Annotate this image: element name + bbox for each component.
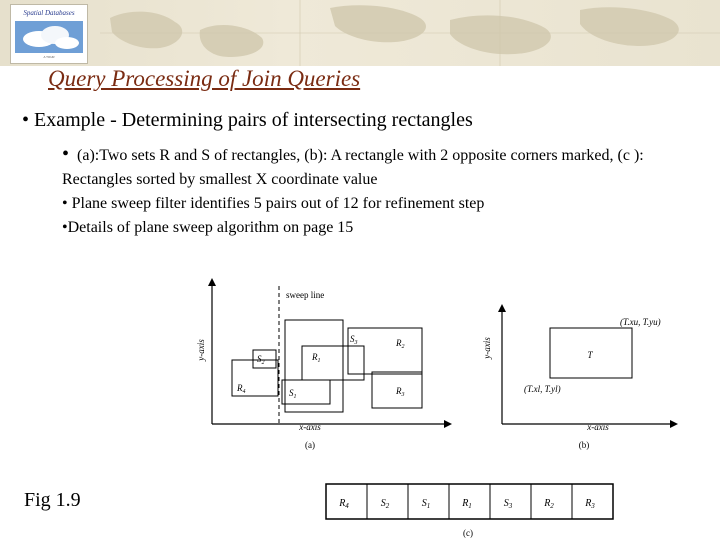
- sub-bullet-3: •Details of plane sweep algorithm on pag…: [62, 219, 354, 236]
- rect-r1: [301, 345, 365, 381]
- rect-r3: [371, 371, 423, 409]
- figure-c-sorted-rectangles: R4 S2 S1 R1 S3 R2 R3 (c): [325, 483, 614, 538]
- label-r1: R1: [311, 352, 321, 364]
- label-s1: S1: [289, 388, 297, 400]
- rect-r4: [231, 359, 279, 397]
- cell-1: R4: [338, 498, 349, 510]
- cell-3: S1: [422, 498, 431, 510]
- logo-title: Spatial Databases: [23, 9, 75, 17]
- slide-title: Query Processing of Join Queries: [48, 66, 361, 91]
- x-axis-label: x-axis: [586, 422, 609, 432]
- figure-label: Fig 1.9: [24, 489, 81, 511]
- sub-bullet-1: • (a):Two sets R and S of rectangles, (b…: [62, 143, 644, 188]
- label-r2: R2: [395, 338, 405, 350]
- label-r4: R4: [236, 383, 246, 395]
- y-axis-arrow-icon: [208, 278, 216, 286]
- main-bullet: • Example - Determining pairs of interse…: [22, 109, 473, 131]
- label-r3: R3: [395, 386, 405, 398]
- rect-r2: [347, 327, 423, 375]
- rect-t-label: T: [587, 350, 593, 360]
- y-axis-label: y-axis: [482, 337, 492, 360]
- cell-2: S2: [381, 498, 390, 510]
- figure-c-caption: (c): [463, 528, 473, 538]
- y-axis-label: y-axis: [196, 339, 206, 362]
- figure-a-rectangles: y-axis x-axis (a) sweep line S3 R2 S2 R1…: [196, 278, 452, 450]
- x-axis-label: x-axis: [298, 422, 321, 432]
- sweep-line-label: sweep line: [286, 290, 324, 300]
- label-s2: S2: [257, 354, 265, 366]
- label-s3: S3: [350, 334, 358, 346]
- bullet-dot: •: [62, 143, 70, 165]
- rect-s2: [252, 349, 277, 369]
- x-axis-arrow-icon: [444, 420, 452, 428]
- cell-4: R1: [461, 498, 472, 510]
- sorted-cells: [366, 484, 573, 519]
- world-map-background: [100, 0, 720, 66]
- x-axis-arrow-icon: [670, 420, 678, 428]
- lower-corner-label: (T.xl, T.yl): [524, 384, 561, 394]
- rect-s3-sweep-region: [284, 319, 344, 413]
- logo-subtitle: A TOUR: [43, 55, 55, 59]
- upper-corner-label: (T.xu, T.yu): [620, 317, 661, 327]
- figure-a-caption: (a): [305, 440, 315, 450]
- rect-s1: [281, 379, 331, 405]
- sub-bullets: • (a):Two sets R and S of rectangles, (b…: [62, 142, 712, 240]
- cloud-sky-icon: [15, 21, 83, 53]
- book-cover-logo: Spatial Databases A TOUR: [10, 4, 88, 64]
- cell-7: R3: [584, 498, 595, 510]
- figure-b-caption: (b): [579, 440, 590, 450]
- rect-t: [549, 327, 633, 379]
- sub-bullet-2: • Plane sweep filter identifies 5 pairs …: [62, 195, 485, 212]
- sorted-list-frame: [325, 483, 614, 520]
- cell-5: S3: [504, 498, 513, 510]
- y-axis-arrow-icon: [498, 304, 506, 312]
- header-banner: Spatial Databases A TOUR: [0, 0, 720, 66]
- figure-b-rectangle-corners: y-axis x-axis (b) T (T.xu, T.yu) (T.xl, …: [482, 304, 678, 450]
- cell-6: R2: [543, 498, 554, 510]
